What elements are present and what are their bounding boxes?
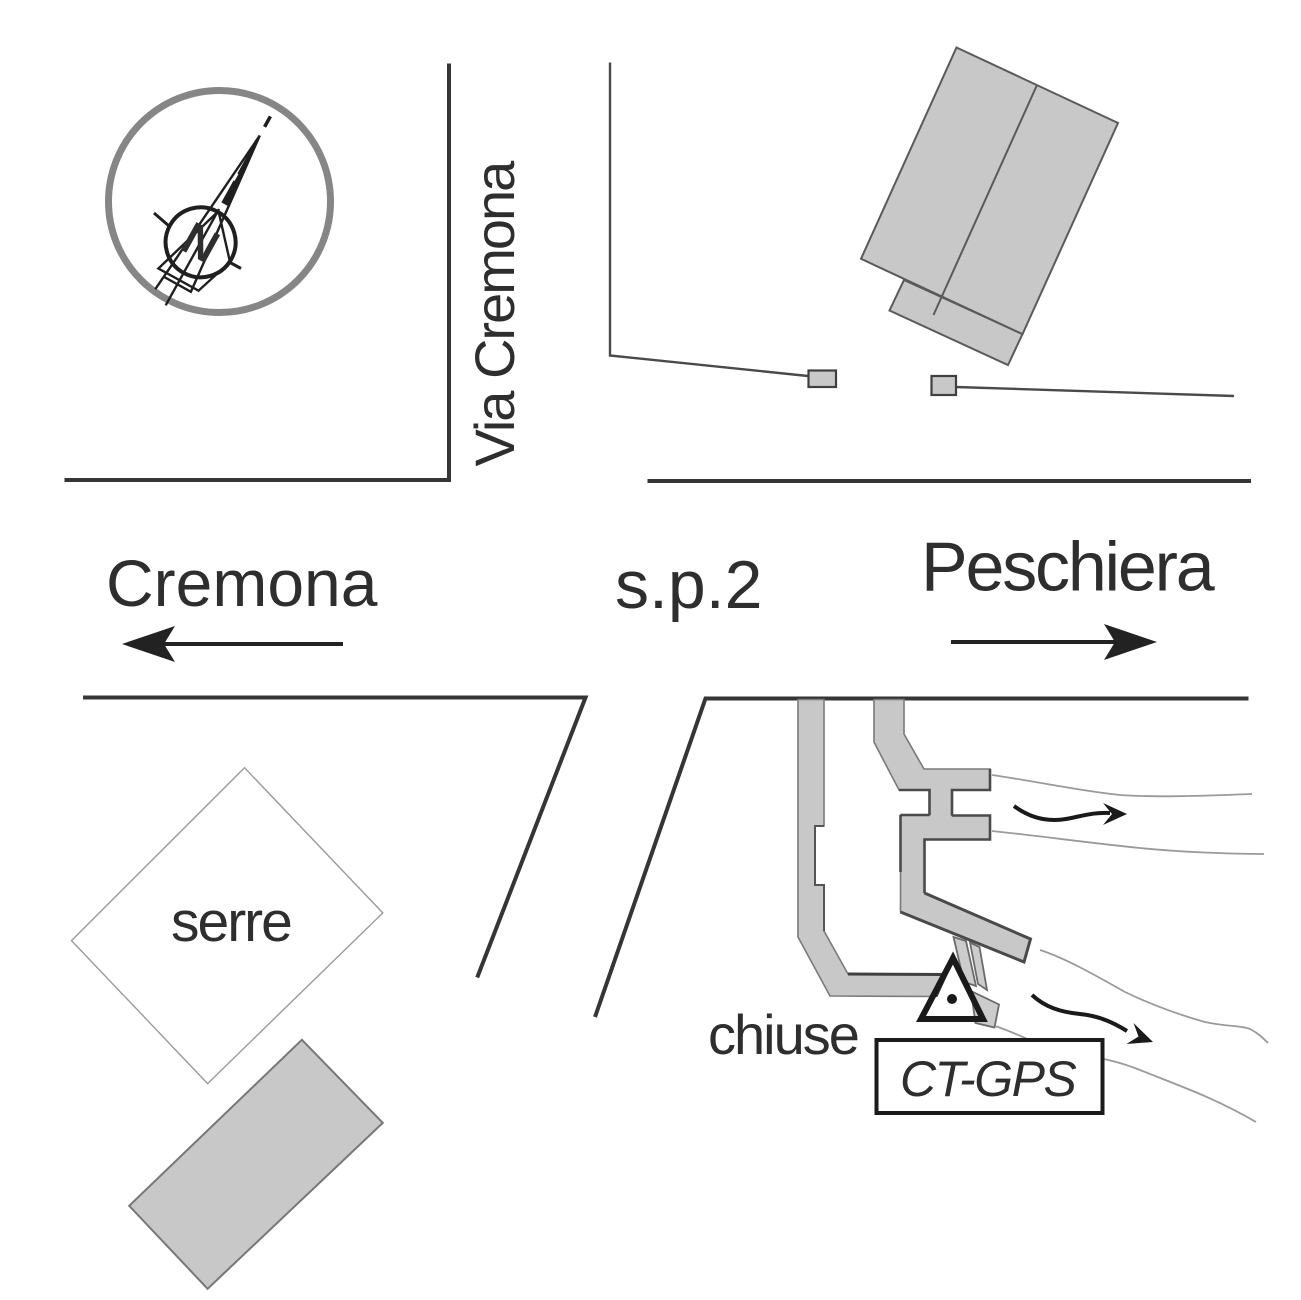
svg-text:serre: serre xyxy=(171,890,291,954)
svg-text:Via Cremona: Via Cremona xyxy=(463,160,526,467)
svg-text:Cremona: Cremona xyxy=(106,546,378,620)
svg-text:s.p.2: s.p.2 xyxy=(615,547,762,623)
svg-text:chiuse: chiuse xyxy=(708,1003,858,1066)
svg-text:CT-GPS: CT-GPS xyxy=(900,1051,1076,1107)
svg-text:Peschiera: Peschiera xyxy=(921,528,1215,606)
